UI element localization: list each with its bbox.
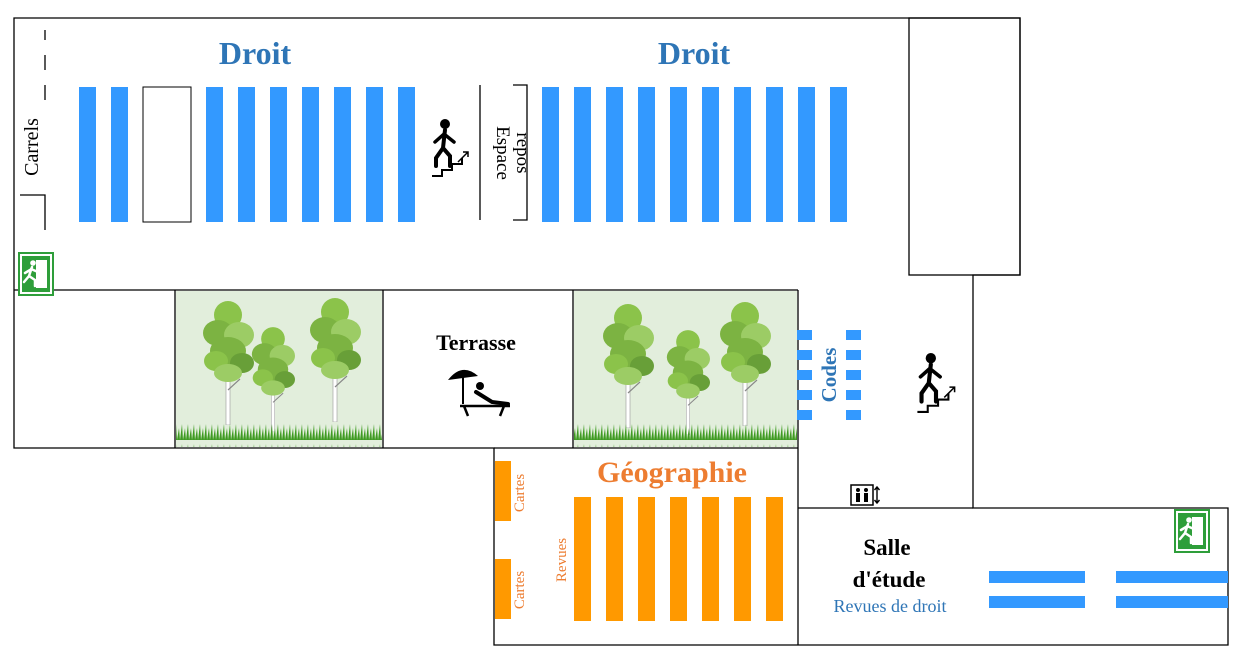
carrels-label: Carrels (21, 118, 43, 176)
shelf (670, 497, 687, 621)
shelf (302, 87, 319, 222)
shelf (574, 87, 591, 222)
shelf (366, 87, 383, 222)
sun-lounger-icon (448, 369, 510, 417)
shelf (79, 87, 96, 222)
droit-right-shelves (542, 87, 847, 222)
shelf (702, 497, 719, 621)
elevator-icon (850, 484, 881, 506)
section-label-geographie: Géographie (597, 456, 747, 489)
shelf (542, 87, 559, 222)
geographie-shelves (495, 461, 783, 621)
shelf (766, 497, 783, 621)
shelf (638, 87, 655, 222)
stairs-icon (917, 353, 954, 412)
shelf (606, 87, 623, 222)
shelf (111, 87, 128, 222)
shelf (766, 87, 783, 222)
codes-shelf (797, 330, 861, 420)
garden-left (176, 291, 382, 447)
garden-right (574, 291, 797, 447)
shelf (830, 87, 847, 222)
empty-table (142, 86, 192, 223)
shelf (734, 87, 751, 222)
shelf (334, 87, 351, 222)
shelf (574, 497, 591, 621)
shelf (206, 87, 223, 222)
section-label-droit-right: Droit (658, 35, 731, 71)
droit-left-shelves (79, 86, 415, 223)
salle-etude-label-line2: d'étude (853, 567, 926, 592)
shelf (702, 87, 719, 222)
section-label-droit-left: Droit (219, 35, 292, 71)
cartes-cabinet (495, 559, 511, 619)
espace-repos-label-line2: repos (512, 132, 533, 173)
shelf (398, 87, 415, 222)
terrasse-label: Terrasse (436, 330, 516, 355)
stairs-icon (430, 118, 470, 178)
shelf (734, 497, 751, 621)
salle-etude-label-line1: Salle (863, 535, 910, 560)
shelf (238, 87, 255, 222)
walls (13, 17, 1229, 646)
emergency-exit-icon (18, 252, 54, 296)
codes-label: Codes (817, 348, 841, 403)
emergency-exit-icon (1174, 509, 1210, 553)
shelf (270, 87, 287, 222)
cartes-label-bottom: Cartes (512, 571, 528, 609)
espace-repos-label-line1: Espace (492, 126, 513, 180)
shelf (606, 497, 623, 621)
shelf (670, 87, 687, 222)
cartes-cabinet (495, 461, 511, 521)
shelf (798, 87, 815, 222)
revues-label: Revues (554, 538, 570, 582)
shelf (638, 497, 655, 621)
salle-etude-shelves (989, 571, 1228, 608)
cartes-label-top: Cartes (512, 474, 528, 512)
revues-de-droit-label: Revues de droit (834, 596, 947, 616)
